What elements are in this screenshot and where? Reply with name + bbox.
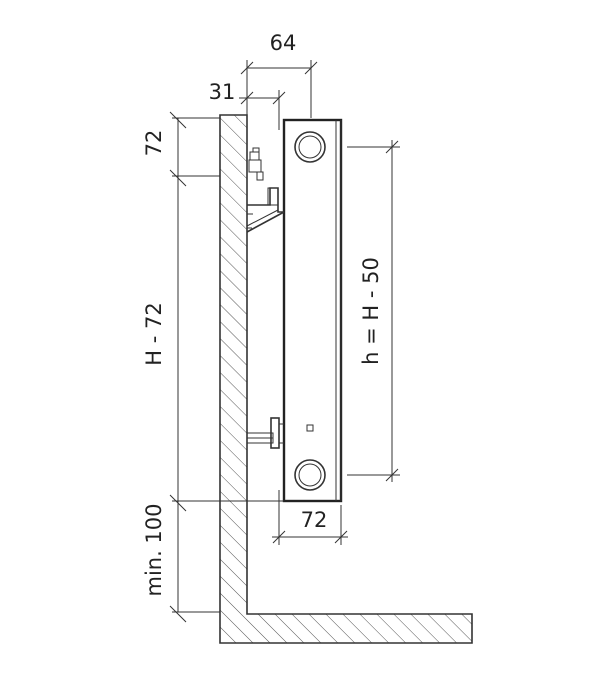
dim-wall-offset-label: 31 <box>209 80 236 104</box>
dim-top-clearance-label: 72 <box>142 130 166 157</box>
vent-marker <box>306 424 314 432</box>
dim-radiator-depth: 72 <box>272 490 348 545</box>
dim-depth-total: 64 <box>240 31 318 118</box>
top-bracket <box>246 147 285 233</box>
dim-connection-height-label: h = H - 50 <box>359 257 383 365</box>
radiator-body <box>282 118 343 503</box>
dim-wall-offset: 31 <box>209 80 286 130</box>
wall-section <box>219 114 473 644</box>
dim-radiator-depth-label: 72 <box>301 508 328 532</box>
top-connection-port <box>294 131 326 163</box>
dim-connection-height: h = H - 50 <box>347 140 400 482</box>
dim-floor-clearance-label: min. 100 <box>142 503 166 596</box>
dim-depth-total-label: 64 <box>270 31 297 55</box>
bottom-connection-port <box>294 459 326 491</box>
dim-height-minus-label: H - 72 <box>142 302 166 365</box>
bottom-bracket <box>246 417 284 449</box>
dim-vertical-chain: 72 H - 72 min. 100 <box>142 111 284 623</box>
